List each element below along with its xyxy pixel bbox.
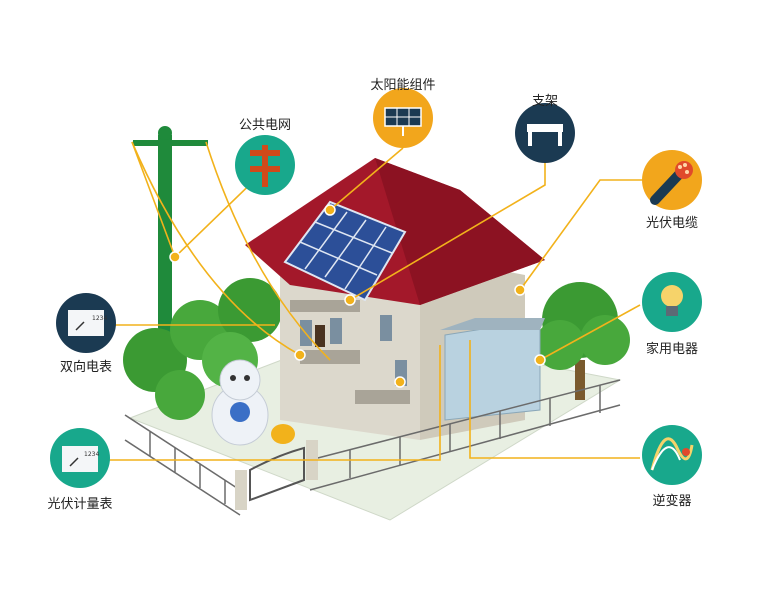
label-pv-cable: 光伏电缆: [646, 212, 698, 231]
pv-meter-badge: 1234: [50, 428, 110, 488]
pv-cable-badge: [642, 150, 702, 210]
label-bracket: 支架: [532, 90, 558, 109]
house: [245, 158, 545, 440]
label-bidirectional-meter: 双向电表: [60, 356, 112, 375]
bidirectional-meter-reading: 1234: [92, 315, 107, 322]
label-pv-meter: 光伏计量表: [47, 493, 112, 512]
inverter-badge: [642, 425, 702, 485]
label-public-grid: 公共电网: [239, 114, 291, 133]
household-appliance-badge: [642, 272, 702, 332]
pv-meter-reading: 1234: [84, 451, 99, 458]
bidirectional-meter-badge: 1234: [56, 293, 116, 353]
label-inverter: 逆变器: [652, 490, 691, 509]
bracket-badge: [515, 103, 575, 163]
label-household-appliance: 家用电器: [646, 338, 698, 357]
label-solar-module: 太阳能组件: [370, 74, 435, 93]
solar-module-badge: [373, 88, 433, 148]
gate-post-left: [235, 470, 247, 510]
public-grid-badge: [235, 135, 295, 195]
